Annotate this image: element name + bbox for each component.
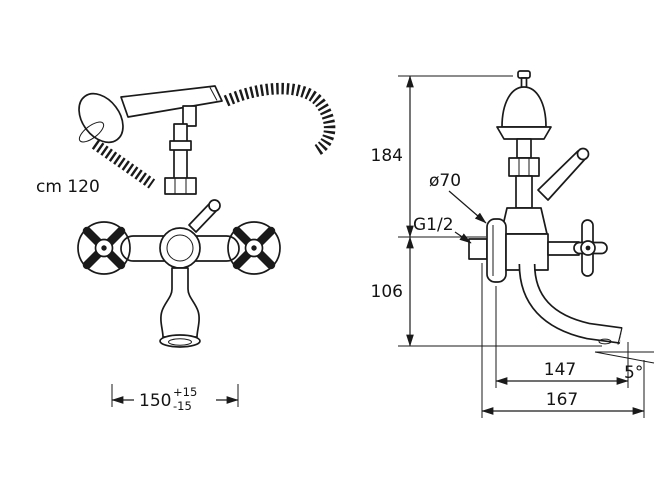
- riser-nut: [164, 177, 197, 195]
- thread-size-leader: [454, 231, 472, 244]
- thread-size-label: G1/2: [413, 215, 454, 235]
- side-handshower-knob: [517, 70, 531, 79]
- spout-angle-label: 5°: [624, 363, 643, 383]
- shower-hose: [223, 82, 336, 157]
- side-stem: [515, 175, 533, 209]
- hose-length-label: cm 120: [36, 177, 100, 197]
- side-view: [468, 70, 623, 345]
- riser-pipe: [173, 123, 188, 183]
- handshower-head: [78, 92, 124, 144]
- front-view: [77, 82, 336, 348]
- tub-spout: [160, 267, 200, 338]
- side-body-cone: [500, 207, 548, 235]
- dim167-value: 167: [546, 390, 578, 410]
- side-hex-nut: [508, 157, 540, 177]
- handshower-handle: [120, 85, 223, 118]
- wall-nipple: [468, 238, 488, 260]
- side-neck: [516, 138, 532, 159]
- side-spout-inner: [520, 263, 622, 343]
- dim150-value: 150: [139, 391, 171, 411]
- handle-hub-dot: [101, 245, 107, 251]
- handshower-face: [78, 121, 105, 143]
- handshower-handle-joint: [209, 87, 218, 101]
- dim106-value: 106: [371, 282, 403, 302]
- flange-diameter-leader: [448, 190, 487, 224]
- dim150-tol-minus: -15: [173, 399, 192, 413]
- flange-diameter-label: ø70: [429, 171, 461, 191]
- mixer-housing: [159, 227, 201, 269]
- dim184-value: 184: [371, 146, 403, 166]
- handle-ring: [227, 221, 281, 275]
- angle-slope-line: [594, 351, 655, 364]
- side-spout-aerator: [598, 338, 612, 345]
- side-handshower-bell: [501, 86, 547, 128]
- tub-spout-outlet: [168, 338, 192, 346]
- riser-ring: [169, 140, 192, 151]
- cross-handle-left: [77, 221, 131, 275]
- diverter-lever-tip: [208, 199, 221, 212]
- wall-flange: [486, 218, 507, 283]
- cross-handle-right: [227, 221, 281, 275]
- side-spout-tip-face: [617, 327, 623, 345]
- handle-ring: [77, 221, 131, 275]
- handshower-cradle: [182, 105, 197, 127]
- handle-hub-dot: [251, 245, 257, 251]
- mixer-housing-inner: [166, 234, 194, 262]
- side-lever-tip: [576, 147, 590, 161]
- side-handle-hub-dot: [585, 245, 591, 251]
- side-handshower-skirt: [496, 126, 552, 140]
- dimensions: 150 +15 -15 cm 120 184 106 ø70 G1/2 147 …: [36, 75, 655, 418]
- dim150-tol-plus: +15: [173, 385, 197, 399]
- dim147-value: 147: [544, 360, 576, 380]
- supply-hose: [91, 139, 156, 189]
